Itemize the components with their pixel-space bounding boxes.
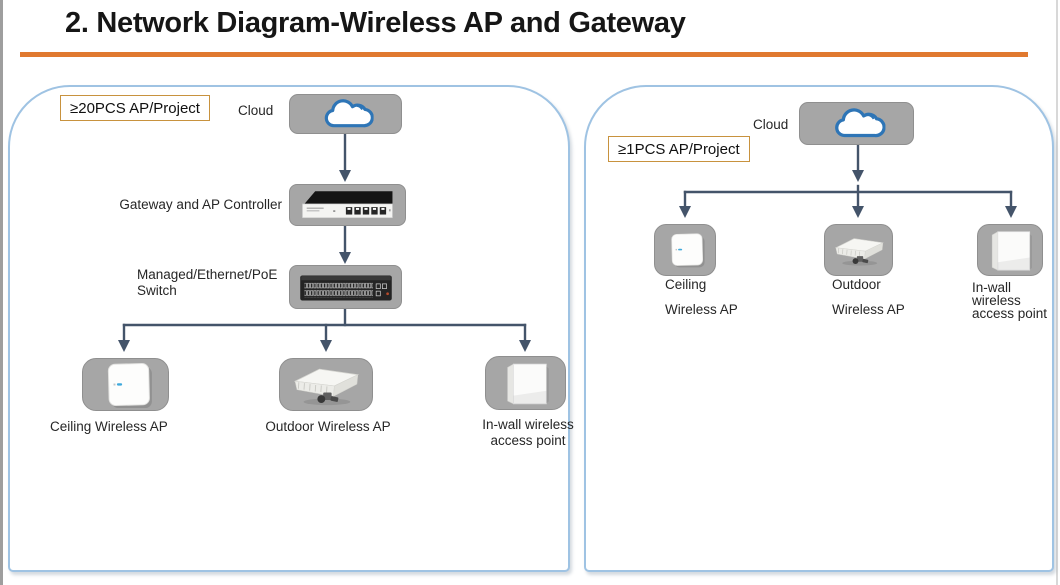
gateway-device-icon [295,187,401,223]
ceiling-ap-label-line1: Ceiling [665,277,707,292]
ceiling-ap-label: Ceiling Wireless AP [50,419,168,434]
outdoor-ap-node [279,358,373,411]
window-right-edge [1056,0,1058,585]
inwall-ap-icon [495,358,557,408]
ceiling-ap-node [654,224,716,276]
cloud-icon [317,97,375,131]
cloud-label: Cloud [753,117,789,132]
ceiling-ap-icon [86,361,166,409]
connector-lines [118,134,531,352]
page-title: 2. Network Diagram-Wireless AP and Gatew… [65,7,686,39]
switch-label: Managed/Ethernet/PoE Switch [137,267,278,298]
project-size-badge: ≥1PCS AP/Project [608,136,750,162]
outdoor-ap-label-line2: Wireless AP [832,302,905,317]
cloud-icon [828,106,886,141]
cloud-label: Cloud [238,103,274,118]
panel-multi-ap: ≥20PCS AP/Project Cloud Gateway and AP C… [8,85,574,572]
ceiling-ap-icon [656,226,714,274]
switch-node [289,265,402,309]
inwall-ap-label-line1: In-wall [972,280,1012,295]
gateway-label: Gateway and AP Controller [119,197,282,212]
cloud-node [799,102,914,145]
inwall-ap-icon [980,226,1040,274]
outdoor-ap-label-line1: Outdoor [832,277,881,292]
outdoor-ap-icon [826,227,892,274]
inwall-ap-node [485,356,566,410]
outdoor-ap-icon [282,361,370,409]
outdoor-ap-label: Outdoor Wireless AP [265,419,391,434]
project-size-badge: ≥20PCS AP/Project [60,95,210,121]
ceiling-ap-node [82,358,169,411]
outdoor-ap-node [824,224,893,276]
inwall-ap-node [977,224,1043,276]
inwall-ap-label: In-wall wireless access point [482,417,574,448]
inwall-ap-label-line2: wireless [972,293,1021,308]
title-underline [20,52,1028,57]
cloud-node [289,94,402,134]
gateway-node [289,184,406,226]
switch-device-icon [294,267,398,307]
inwall-ap-label-line3: access point [972,306,1048,321]
ceiling-ap-label-line2: Wireless AP [665,302,738,317]
panel-single-ap: Cloud ≥1PCS AP/Project Ceiling Wireless … [584,85,1054,572]
window-left-edge [0,0,3,585]
